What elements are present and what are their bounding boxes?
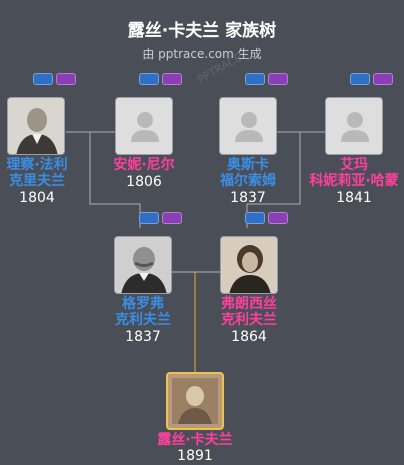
person-name[interactable]: 安妮·尼尔 xyxy=(113,157,175,173)
add-spouse-badge[interactable] xyxy=(268,73,288,85)
add-spouse-badge[interactable] xyxy=(162,212,182,224)
person-name[interactable]: 奥斯卡 福尔索姆 xyxy=(220,157,276,189)
person-photo-oscar[interactable] xyxy=(219,97,277,155)
person-photo-frances[interactable] xyxy=(220,236,278,294)
add-spouse-badge[interactable] xyxy=(268,212,288,224)
person-name[interactable]: 理察·法利 克里夫兰 xyxy=(6,157,68,189)
add-spouse-badge[interactable] xyxy=(162,73,182,85)
person-name[interactable]: 露丝·卡夫兰 xyxy=(157,432,233,448)
portrait-photo-icon xyxy=(115,237,171,293)
person-year: 1806 xyxy=(126,174,162,190)
page-subtitle: 由 pptrace.com 生成 xyxy=(142,47,262,61)
page-title: 露丝·卡夫兰 家族树 xyxy=(127,21,277,41)
add-parent-badge[interactable] xyxy=(139,73,159,85)
person-badges[interactable] xyxy=(139,212,182,224)
person-year: 1891 xyxy=(177,448,213,464)
placeholder-avatar-icon xyxy=(220,98,276,154)
person-year: 1837 xyxy=(230,190,266,206)
person-photo-anne[interactable] xyxy=(115,97,173,155)
add-spouse-badge[interactable] xyxy=(56,73,76,85)
add-parent-badge[interactable] xyxy=(139,212,159,224)
person-year: 1804 xyxy=(19,190,55,206)
person-year: 1837 xyxy=(125,329,161,345)
portrait-photo-icon xyxy=(168,374,222,428)
person-photo-emma[interactable] xyxy=(325,97,383,155)
add-parent-badge[interactable] xyxy=(350,73,370,85)
person-name[interactable]: 弗朗西丝 克利夫兰 xyxy=(221,296,277,328)
add-parent-badge[interactable] xyxy=(245,212,265,224)
person-badges[interactable] xyxy=(245,73,288,85)
portrait-photo-icon xyxy=(221,237,277,293)
person-badges[interactable] xyxy=(139,73,182,85)
person-photo-ruth[interactable] xyxy=(166,372,224,430)
person-name[interactable]: 艾玛 科妮莉亚·哈蒙 xyxy=(309,157,399,189)
add-parent-badge[interactable] xyxy=(245,73,265,85)
placeholder-avatar-icon xyxy=(116,98,172,154)
placeholder-avatar-icon xyxy=(326,98,382,154)
person-badges[interactable] xyxy=(33,73,76,85)
person-year: 1841 xyxy=(336,190,372,206)
portrait-photo-icon xyxy=(8,98,64,154)
person-badges[interactable] xyxy=(245,212,288,224)
person-year: 1864 xyxy=(231,329,267,345)
person-name[interactable]: 格罗弗 克利夫兰 xyxy=(115,296,171,328)
add-parent-badge[interactable] xyxy=(33,73,53,85)
person-badges[interactable] xyxy=(350,73,393,85)
person-photo-grover[interactable] xyxy=(114,236,172,294)
person-photo-richard[interactable] xyxy=(7,97,65,155)
add-spouse-badge[interactable] xyxy=(373,73,393,85)
